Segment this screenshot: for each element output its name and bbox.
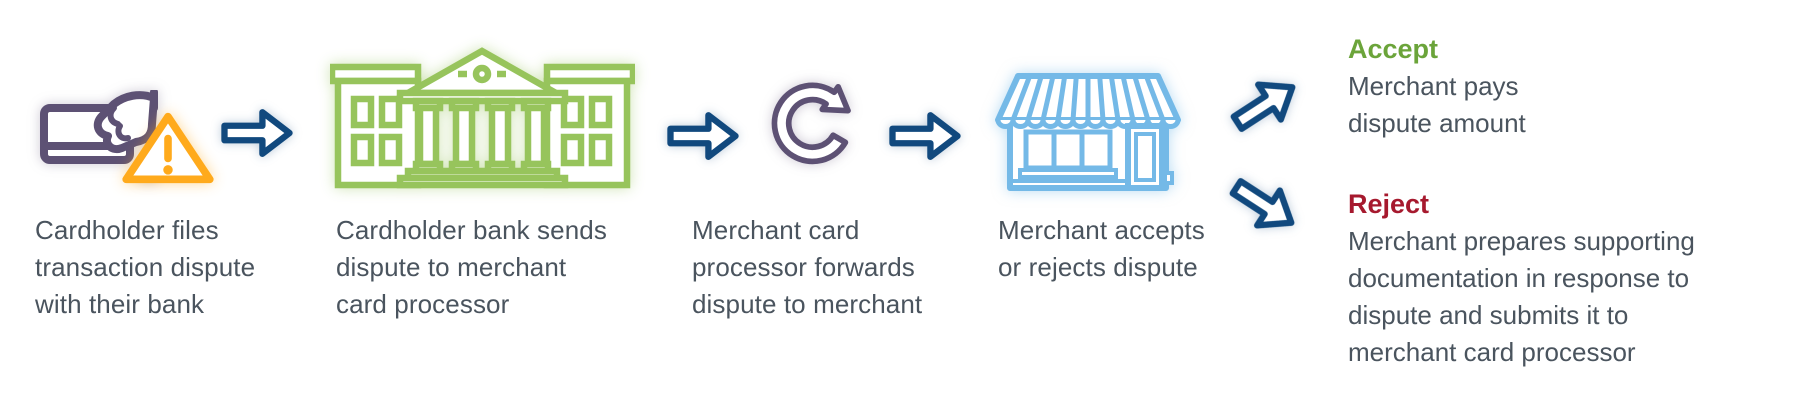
step-label-merchant: Merchant accepts or rejects dispute	[998, 212, 1205, 286]
reject-title: Reject	[1348, 189, 1430, 219]
step-label-bank: Cardholder bank sends dispute to merchan…	[336, 212, 607, 323]
label-line: Merchant card	[692, 215, 860, 245]
outcome-accept: Accept Merchant pays dispute amount	[1348, 31, 1526, 142]
outcome-line: dispute amount	[1348, 108, 1526, 138]
arrow-right-icon	[889, 112, 961, 160]
accept-title: Accept	[1348, 34, 1439, 64]
arrow-right-icon	[221, 109, 293, 157]
label-line: Cardholder files	[35, 215, 219, 245]
label-line: dispute to merchant	[336, 252, 567, 282]
step-label-cardholder: Cardholder files transaction dispute wit…	[35, 212, 255, 323]
label-line: card processor	[336, 289, 510, 319]
refresh-circular-arrow-icon	[771, 82, 851, 165]
outcome-reject: Reject Merchant prepares supporting docu…	[1348, 186, 1695, 371]
label-line: Cardholder bank sends	[336, 215, 607, 245]
outcome-line: Merchant pays	[1348, 71, 1519, 101]
outcome-line: merchant card processor	[1348, 337, 1636, 367]
label-line: or rejects dispute	[998, 252, 1198, 282]
outcome-line: documentation in response to	[1348, 263, 1690, 293]
arrow-up-right-icon	[1230, 81, 1296, 132]
outcome-line: Merchant prepares supporting	[1348, 226, 1695, 256]
storefront-icon	[995, 73, 1181, 191]
step-label-processor: Merchant card processor forwards dispute…	[692, 212, 922, 323]
warning-triangle-icon	[122, 112, 214, 184]
label-line: processor forwards	[692, 252, 915, 282]
bank-building-icon	[330, 47, 635, 189]
outcome-line: dispute and submits it to	[1348, 300, 1629, 330]
label-line: dispute to merchant	[692, 289, 923, 319]
label-line: Merchant accepts	[998, 215, 1205, 245]
label-line: with their bank	[35, 289, 205, 319]
label-line: transaction dispute	[35, 252, 256, 282]
arrow-down-right-icon	[1229, 178, 1295, 229]
arrow-right-icon	[667, 112, 739, 160]
